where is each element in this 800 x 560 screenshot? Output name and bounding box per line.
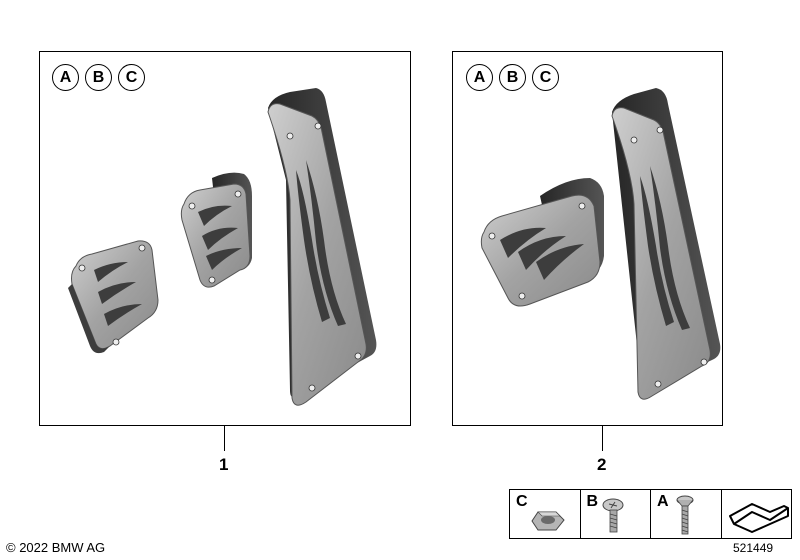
legend-letter-a: A <box>657 493 669 510</box>
clutch-pedal-pad-1 <box>68 240 159 354</box>
copyright-text: © 2022 BMW AG <box>6 540 106 555</box>
badge-a: A <box>466 64 493 91</box>
legend-cell-a: A <box>651 490 722 538</box>
fastener-legend: C B A <box>509 489 792 539</box>
badge-a: A <box>52 64 79 91</box>
legend-cell-sheet <box>722 490 792 538</box>
accelerator-pedal-plate-2 <box>611 88 721 400</box>
folded-sheet-icon <box>728 503 789 533</box>
leader-line-2 <box>602 426 603 451</box>
badge-c: C <box>118 64 145 91</box>
position-label-2: 2 <box>597 455 607 474</box>
position-label-1: 1 <box>219 455 229 474</box>
brake-pedal-pad-1 <box>180 172 252 288</box>
badge-c: C <box>532 64 559 91</box>
panel-2-badges: A B C <box>466 64 559 91</box>
legend-cell-c: C <box>510 490 581 538</box>
document-number: 521449 <box>733 541 774 555</box>
panel-1-badges: A B C <box>52 64 145 91</box>
legend-cell-b: B <box>581 490 651 538</box>
badge-b: B <box>499 64 526 91</box>
badge-b: B <box>85 64 112 91</box>
brake-pedal-pad-2 <box>480 178 604 307</box>
pan-head-screw-icon <box>602 498 623 533</box>
panel-2 <box>452 51 723 426</box>
countersunk-screw-icon <box>676 495 694 535</box>
legend-letter-c: C <box>516 493 528 510</box>
hex-nut-icon <box>531 511 565 531</box>
leader-line-1 <box>224 426 225 451</box>
legend-letter-b: B <box>586 493 599 510</box>
accelerator-pedal-plate-1 <box>267 88 377 406</box>
